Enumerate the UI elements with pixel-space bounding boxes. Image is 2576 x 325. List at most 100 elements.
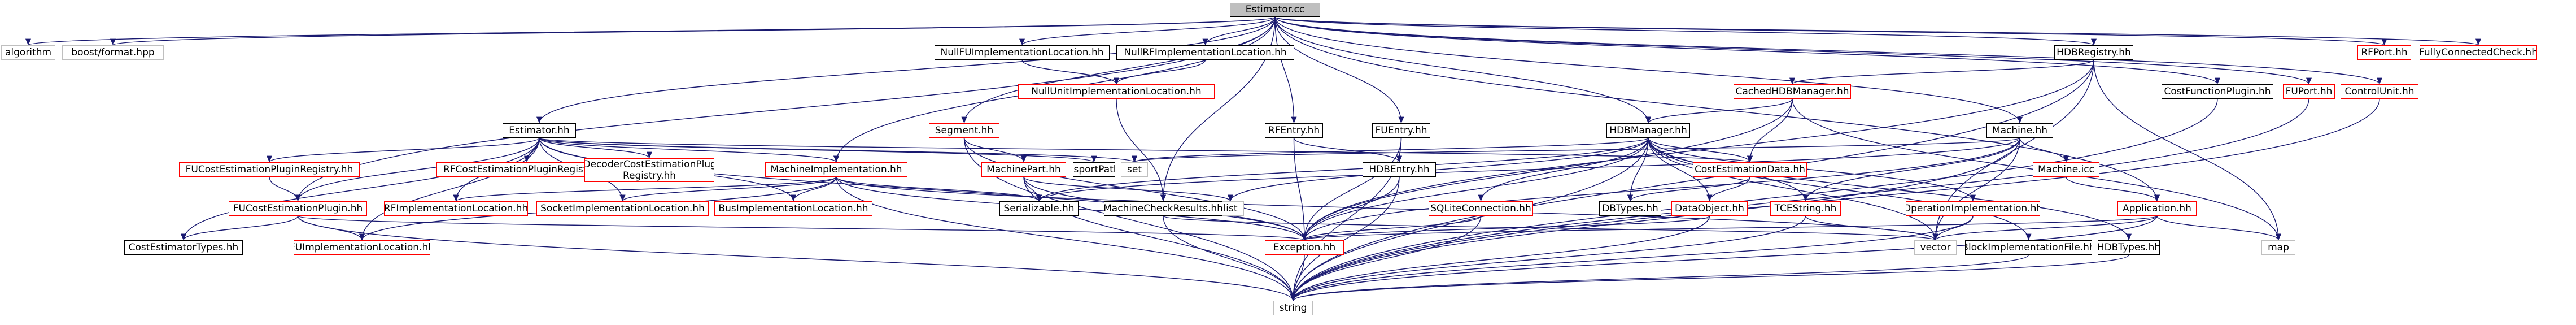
edge-estimator-hh-to-fuimplloc — [359, 137, 540, 241]
edge-costfunctionplugin-to-string — [1290, 98, 2218, 301]
edge-estimator-cc-to-hdbmanager — [1274, 16, 1651, 124]
node-machine-icc[interactable]: Machine.icc — [2033, 162, 2099, 177]
edge-nullrf-to-nullunit — [1114, 59, 1206, 85]
node-fuport[interactable]: FUPort.hh — [2283, 84, 2335, 99]
edge-hdbtypes-to-string — [1290, 254, 2129, 301]
edge-fucostplugin-to-string — [297, 215, 1296, 301]
edge-hdbregistry-to-cachedhdb — [1789, 59, 2094, 85]
edge-machine-to-vector — [1932, 137, 2020, 241]
edge-machine-to-exception — [1302, 137, 2020, 241]
node-tcestring[interactable]: TCEString.hh — [1770, 201, 1841, 216]
node-exception[interactable]: Exception.hh — [1265, 240, 1344, 255]
edge-machinecheckresults-to-vector — [1163, 215, 1938, 241]
edge-estimator-hh-to-fucostregistry — [267, 137, 540, 163]
edge-controlunit-to-string — [1290, 98, 2380, 301]
edge-estimator-cc-to-controlunit — [1274, 16, 2382, 85]
node-segment[interactable]: Segment.hh — [929, 123, 999, 138]
edge-hdbmanager-to-blockimplfile — [1648, 137, 2032, 241]
edge-hdbmanager-to-dbtypes — [1627, 137, 1649, 202]
node-busimplloc[interactable]: BusImplementationLocation.hh — [714, 201, 872, 216]
edge-machine-to-serializable — [1036, 137, 2020, 202]
edge-estimator-cc-to-estimator-hh — [536, 16, 1276, 124]
node-set[interactable]: set — [1121, 162, 1148, 177]
node-fuimplloc[interactable]: FUImplementationLocation.hh — [294, 240, 430, 255]
node-estimator-hh[interactable]: Estimator.hh — [503, 123, 576, 138]
node-estimator-cc[interactable]: Estimator.cc — [1230, 3, 1320, 17]
node-operationimpl[interactable]: OperationImplementation.hh — [1906, 201, 2040, 216]
node-hdbtypes[interactable]: HDBTypes.hh — [2098, 240, 2160, 255]
edge-machinecheckresults-to-string — [1163, 215, 1296, 301]
node-socketimplloc[interactable]: SocketImplementationLocation.hh — [536, 201, 709, 216]
edge-costestimationdata-to-dbtypes — [1627, 176, 1750, 202]
edge-estimator-cc-to-algorithm — [25, 16, 1276, 46]
node-machinepart[interactable]: MachinePart.hh — [981, 162, 1066, 177]
node-machineimpl[interactable]: MachineImplementation.hh — [765, 162, 907, 177]
node-string[interactable]: string — [1273, 301, 1313, 315]
node-rfentry[interactable]: RFEntry.hh — [1265, 123, 1323, 138]
node-sqliteconnection[interactable]: SQLiteConnection.hh — [1429, 201, 1533, 216]
node-machinecheckresults[interactable]: MachineCheckResults.hh — [1104, 201, 1222, 216]
edge-costestimationdata-to-dataobject — [1706, 176, 1750, 202]
node-hdbentry[interactable]: HDBEntry.hh — [1363, 162, 1436, 177]
edge-estimator-cc-to-boost-format — [110, 16, 1276, 46]
node-serializable[interactable]: Serializable.hh — [999, 201, 1079, 216]
edge-hdbmanager-to-vector — [1648, 137, 1938, 241]
node-nullrf[interactable]: NullRFImplementationLocation.hh — [1116, 45, 1294, 60]
node-fucostplugin[interactable]: FUCostEstimationPlugin.hh — [229, 201, 367, 216]
node-application[interactable]: Application.hh — [2117, 201, 2197, 216]
edge-cachedhdb-to-hdbmanager — [1645, 98, 1793, 124]
node-costfunctionplugin[interactable]: CostFunctionPlugin.hh — [2162, 84, 2273, 99]
node-icdecoder[interactable]: ICDecoderCostEstimationPlugin Registry.h… — [584, 158, 714, 182]
edge-cachedhdb-to-costestimationdata — [1747, 98, 1793, 163]
node-costestimatortypes[interactable]: CostEstimatorTypes.hh — [124, 240, 243, 255]
node-nullfu[interactable]: NullFUImplementationLocation.hh — [935, 45, 1110, 60]
edge-machine-to-string — [1290, 137, 2020, 301]
node-hdbregistry[interactable]: HDBRegistry.hh — [2054, 45, 2133, 60]
edge-fucostregistry-to-fucostplugin — [269, 176, 301, 202]
edge-rfentry-to-exception — [1293, 137, 1308, 241]
node-cachedhdb[interactable]: CachedHDBManager.hh — [1734, 84, 1851, 99]
edge-machine-to-set — [1132, 137, 2020, 163]
node-rfimplloc[interactable]: RFImplementationLocation.hh — [384, 201, 528, 216]
node-costestimationdata[interactable]: CostEstimationData.hh — [1693, 162, 1807, 177]
node-vector[interactable]: vector — [1914, 240, 1957, 255]
edge-hdbmanager-to-costestimationdata — [1648, 137, 1753, 163]
edge-machineimpl-to-string — [836, 176, 1296, 301]
edge-nullfu-to-nullunit — [1021, 59, 1119, 85]
node-fucostregistry[interactable]: FUCostEstimationPluginRegistry.hh — [179, 162, 360, 177]
node-boost-format[interactable]: boost/format.hpp — [62, 45, 164, 60]
edge-sqliteconnection-to-exception — [1302, 215, 1482, 241]
edge-machineimpl-to-socketimplloc — [619, 176, 837, 202]
node-rfport[interactable]: RFPort.hh — [2357, 45, 2411, 60]
node-blockimplfile[interactable]: BlockImplementationFile.hh — [1965, 240, 2092, 255]
edge-fuentry-to-exception — [1301, 137, 1402, 241]
edge-fucostplugin-to-costestimatortypes — [181, 215, 299, 241]
edge-application-to-vector — [1932, 215, 2158, 241]
node-machine[interactable]: Machine.hh — [1986, 123, 2053, 138]
node-nullunit[interactable]: NullUnitImplementationLocation.hh — [1018, 84, 1215, 99]
edge-dataobject-to-string — [1290, 215, 1710, 301]
node-transportpath[interactable]: TransportPath.hh — [1073, 162, 1115, 177]
edge-fucostplugin-to-exception — [297, 215, 1307, 241]
edge-estimator-cc-to-fullyconnected — [1274, 16, 2481, 46]
node-fuentry[interactable]: FUEntry.hh — [1372, 123, 1430, 138]
node-controlunit[interactable]: ControlUnit.hh — [2341, 84, 2418, 99]
edge-estimator-cc-to-fuentry — [1274, 16, 1404, 124]
edge-hdbmanager-to-exception — [1302, 137, 1649, 241]
edge-machinepart-to-string — [1023, 176, 1296, 301]
edge-fuport-to-string — [1290, 98, 2309, 301]
node-fullyconnected[interactable]: FullyConnectedCheck.hh — [2420, 45, 2537, 60]
edge-operationimpl-to-string — [1290, 215, 1974, 301]
node-dbtypes[interactable]: DBTypes.hh — [1599, 201, 1661, 216]
edge-estimator-hh-to-icdecoder — [539, 137, 652, 159]
node-dataobject[interactable]: DataObject.hh — [1671, 201, 1748, 216]
node-map[interactable]: map — [2261, 240, 2295, 255]
edge-hdbmanager-to-serializable — [1036, 137, 1649, 202]
edge-machineimpl-to-rfimplloc — [453, 176, 837, 202]
node-hdbmanager[interactable]: HDBManager.hh — [1606, 123, 1690, 138]
edge-estimator-hh-to-exception — [539, 137, 1307, 241]
edge-estimator-cc-to-machinecheckresults — [1160, 16, 1276, 202]
edge-estimator-cc-to-fuport — [1274, 16, 2312, 85]
node-algorithm[interactable]: algorithm — [1, 45, 55, 60]
